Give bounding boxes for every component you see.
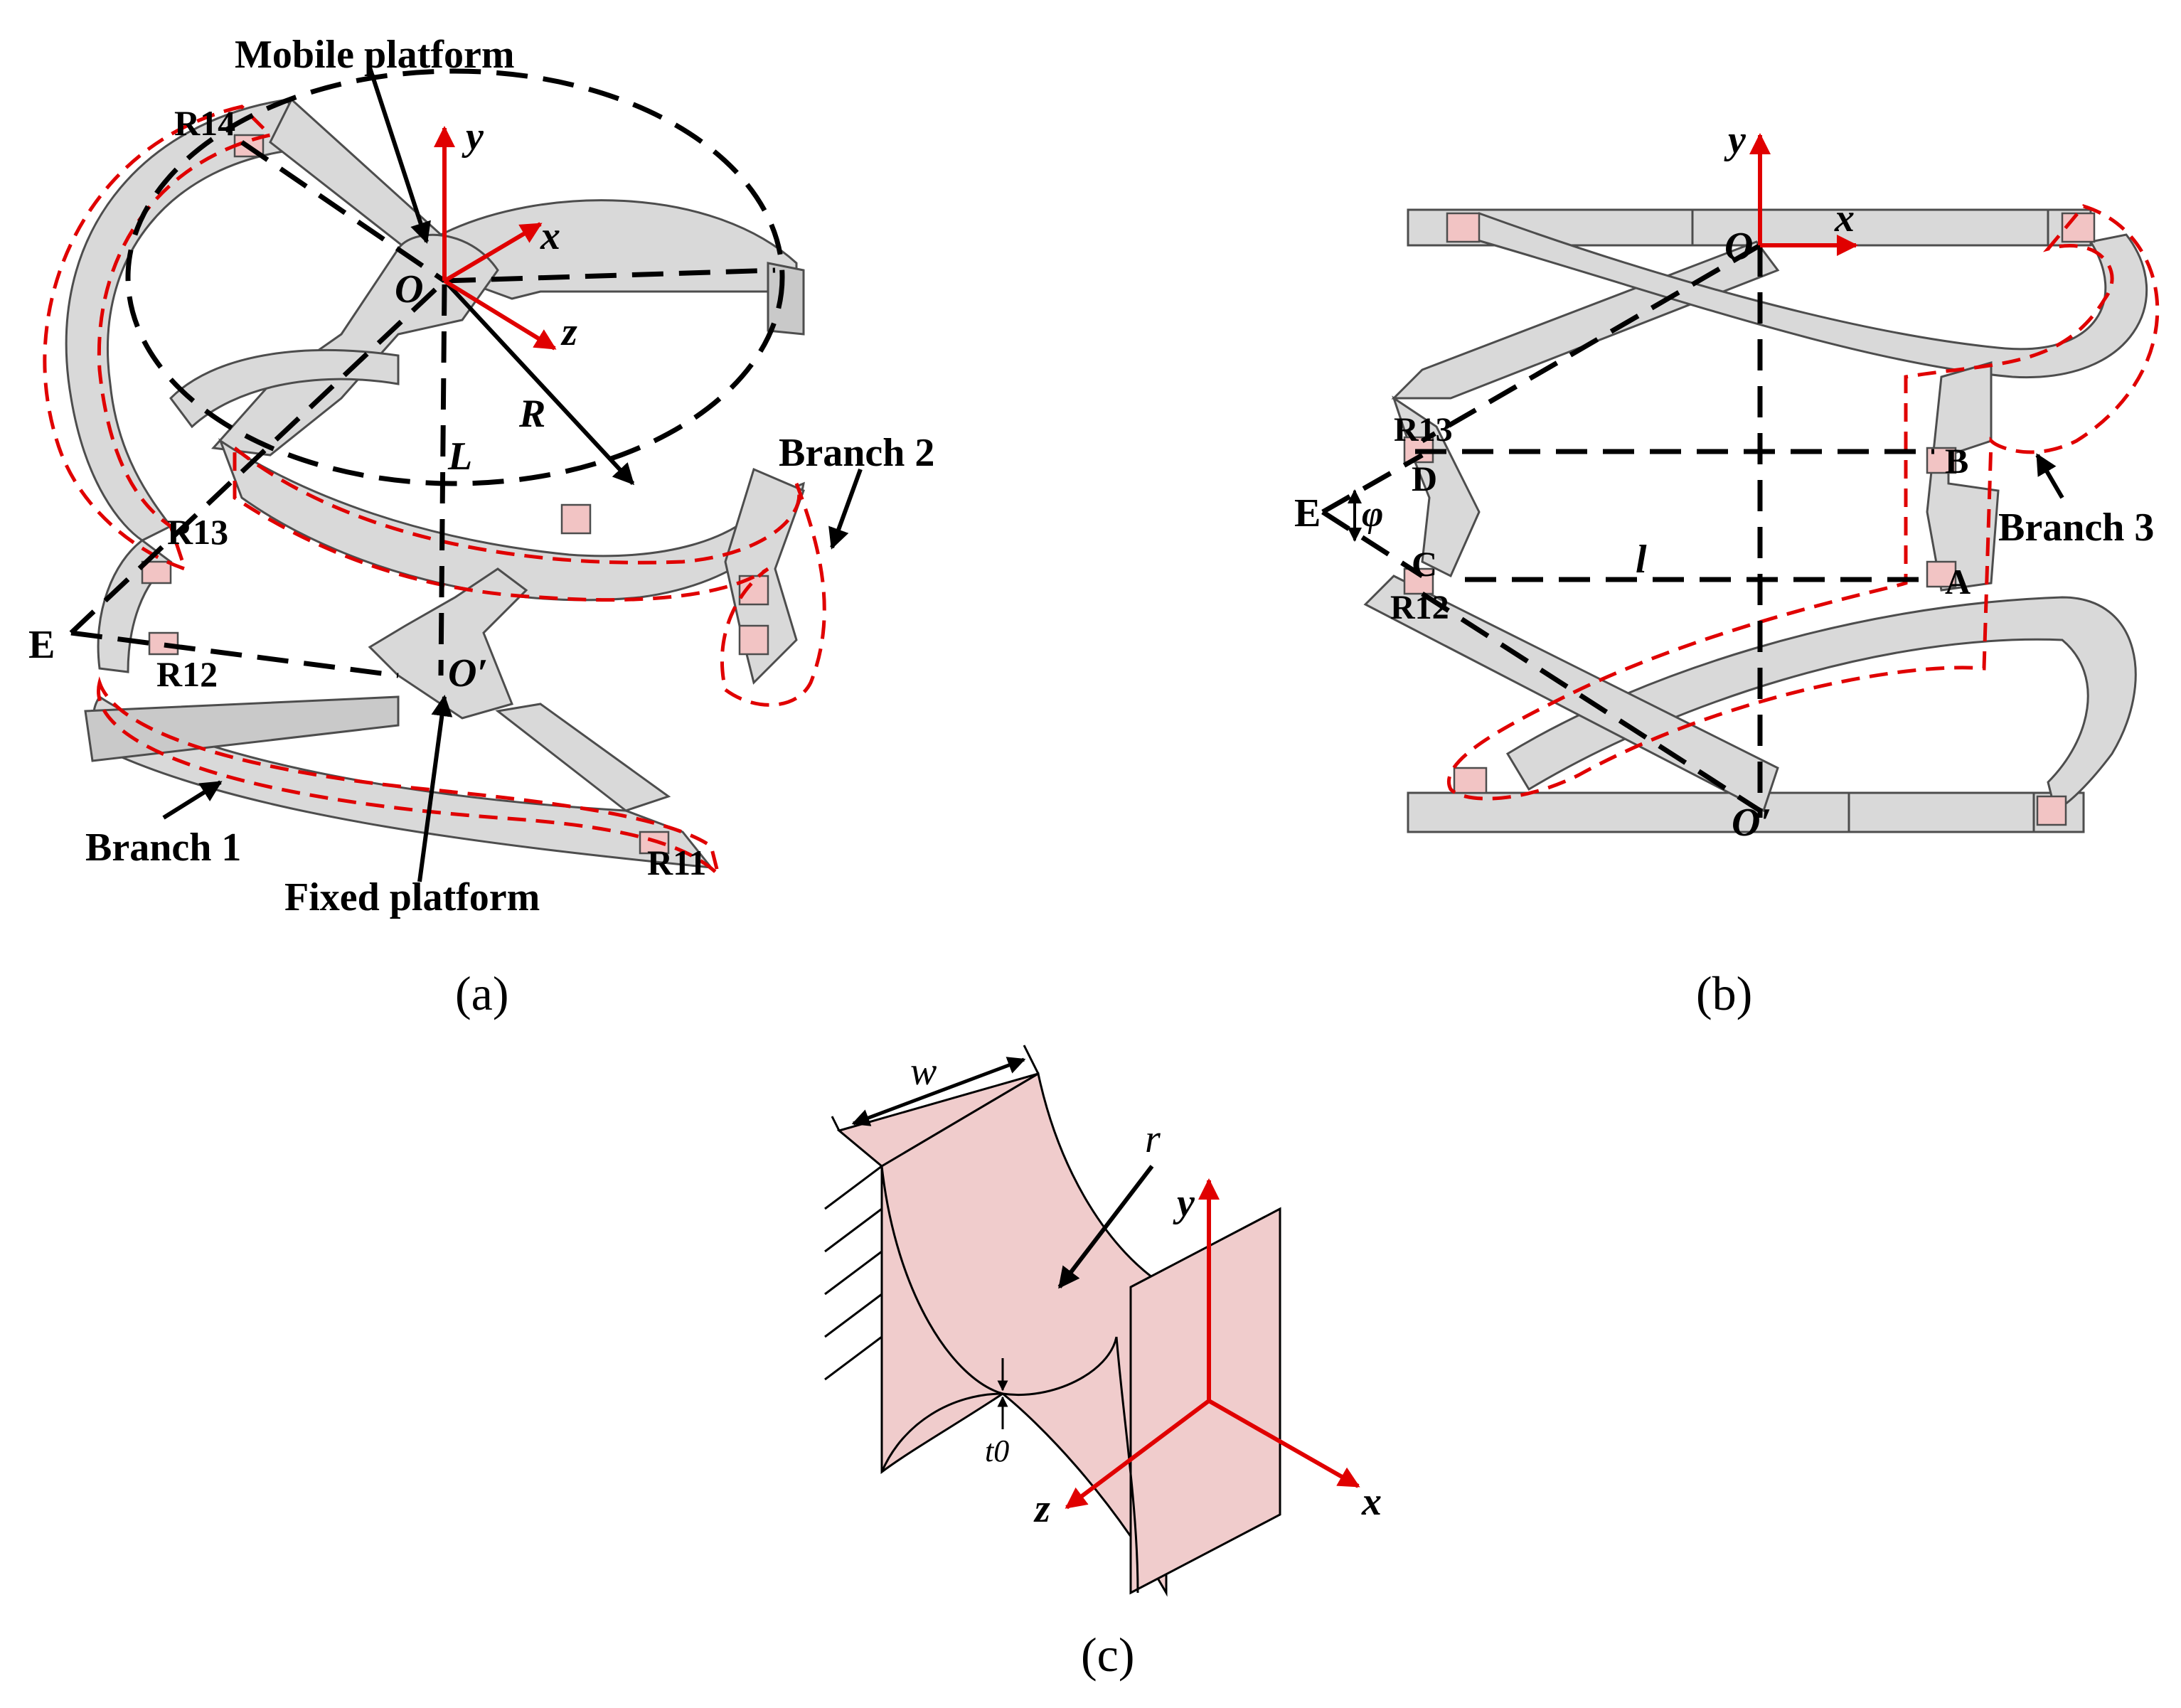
fixed-platform-body — [368, 567, 528, 720]
panel-b: y x O O′ A B C D E φ l R13 R12 Branch 3 … — [1294, 118, 2160, 1020]
fixed-support-hatching — [824, 1165, 882, 1381]
label-x-a: x — [540, 214, 560, 258]
dash-b-E-to-C — [1321, 510, 1424, 578]
dash-e-to-oprime — [70, 630, 399, 678]
label-E-a: E — [28, 623, 55, 667]
label-R11: R11 — [647, 843, 706, 882]
axis-z-a — [443, 279, 557, 351]
hinge-b-topleft — [1446, 212, 1481, 243]
lower-diagonal-bar — [1363, 575, 1779, 813]
arrow-branch3 — [2035, 453, 2064, 499]
dash-e-to-o — [69, 279, 447, 635]
hinge-b2-low — [738, 624, 769, 656]
w-ext-right — [1023, 1045, 1040, 1074]
flexure-left-face — [880, 1072, 1168, 1597]
label-A: A — [1945, 562, 1971, 602]
label-branch3: Branch 3 — [1998, 506, 2154, 550]
axis-x-a — [443, 222, 543, 283]
hinge-r13 — [141, 560, 172, 585]
label-y-a: y — [462, 114, 484, 159]
hinge-b-botleft — [1453, 767, 1488, 794]
panel-a: Mobile platform Fixed platform Branch 1 … — [28, 33, 934, 1020]
label-t0: t0 — [985, 1434, 1009, 1468]
arrow-branch1 — [162, 780, 223, 820]
label-phi: φ — [1362, 494, 1383, 535]
label-L: L — [447, 434, 472, 479]
label-y-c: y — [1173, 1181, 1195, 1225]
mobile-platform-arm — [269, 97, 798, 308]
label-R12-a: R12 — [156, 654, 218, 694]
label-w: w — [910, 1050, 937, 1094]
radius-arrow — [446, 282, 635, 486]
mobile-platform-hub — [210, 233, 499, 457]
label-R14: R14 — [174, 103, 235, 143]
label-D: D — [1412, 459, 1437, 498]
dash-r14-to-o — [240, 140, 446, 283]
panel-c: w r t0 y x z (c) — [824, 1045, 1382, 1682]
label-y-b: y — [1724, 118, 1747, 162]
label-l: l — [1636, 538, 1647, 582]
axis-z-c — [1065, 1399, 1210, 1510]
label-O-a: O — [395, 267, 423, 311]
hinge-b2-top — [560, 503, 592, 535]
label-R12-b: R12 — [1390, 589, 1449, 626]
label-x-b: x — [1834, 196, 1855, 240]
upper-curved-arm — [1456, 212, 2148, 379]
flexure-lower-curve — [880, 1392, 1003, 1473]
r-pointer-arrow — [1057, 1165, 1154, 1289]
dash-o-to-right — [444, 267, 776, 284]
hinge-b-botright — [2036, 795, 2067, 826]
inner-spiral — [169, 349, 400, 429]
w-ext-left — [831, 1116, 841, 1131]
branch2-outline — [233, 444, 826, 707]
flexure-right-curve — [1115, 1336, 1139, 1594]
branch3-outline — [1447, 204, 2160, 801]
dash-o-to-oprime — [438, 284, 447, 676]
fixed-platform-right-arm — [495, 703, 671, 812]
dash-b-O-to-D — [1421, 242, 1761, 444]
caption-b: (b) — [1696, 966, 1752, 1020]
label-E-b: E — [1294, 491, 1321, 535]
label-mobile-platform: Mobile platform — [235, 33, 514, 77]
fixed-platform-left-bar — [84, 695, 400, 762]
branch1-upper-outline — [43, 105, 274, 572]
hinge-r12 — [148, 631, 179, 656]
label-R13-b: R13 — [1394, 411, 1453, 449]
dash-b-E-to-D — [1321, 452, 1424, 515]
label-z-c: z — [1033, 1487, 1050, 1531]
label-O-b: O — [1724, 225, 1753, 269]
label-fixed-platform: Fixed platform — [284, 875, 540, 919]
arrow-branch2 — [828, 468, 863, 550]
label-z-a: z — [560, 310, 577, 354]
label-B: B — [1945, 441, 1968, 481]
axis-x-c — [1207, 1399, 1360, 1488]
label-Oprime-b: O′ — [1732, 801, 1771, 845]
label-r: r — [1145, 1117, 1161, 1161]
caption-c: (c) — [1081, 1628, 1134, 1682]
label-R13-a: R13 — [167, 512, 228, 552]
label-Oprime-a: O′ — [448, 651, 488, 695]
branch3-column — [1926, 361, 2000, 592]
mobile-platform-right-tail — [767, 262, 805, 336]
reference-circle — [125, 68, 785, 486]
middle-arc-branch2 — [218, 438, 805, 602]
label-R: R — [518, 392, 545, 436]
label-branch2: Branch 2 — [779, 431, 934, 475]
arrow-fixed-platform — [417, 695, 453, 882]
hinge-A — [1926, 560, 1957, 588]
label-branch1: Branch 1 — [85, 826, 241, 870]
flexure-notch-curve — [880, 1165, 1118, 1396]
branch1-outline — [97, 676, 722, 881]
dash-b-C-to-Oprime — [1421, 592, 1761, 813]
caption-a: (a) — [455, 966, 508, 1020]
w-dimension-arrow — [851, 1057, 1026, 1126]
label-C: C — [1412, 544, 1437, 584]
arrow-mobile-platform — [368, 67, 431, 244]
label-x-c: x — [1361, 1480, 1382, 1524]
